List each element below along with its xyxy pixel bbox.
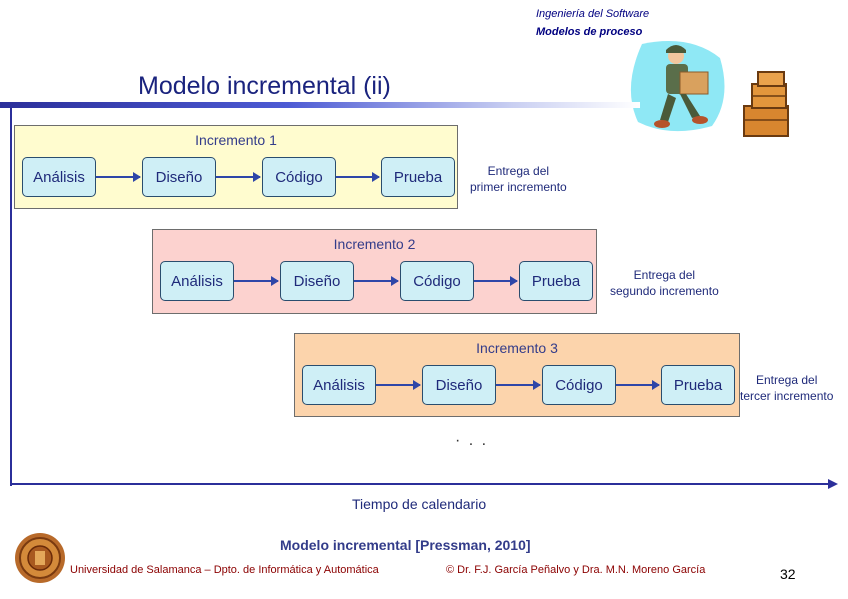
delivery-line: Entrega del [487,164,550,178]
stage-diseno: Diseño [280,261,354,301]
stage-prueba: Prueba [661,365,735,405]
increment-2-delivery: Entrega del segundo incremento [610,267,719,299]
footer-university: Universidad de Salamanca – Dpto. de Info… [70,564,379,576]
stage-analisis: Análisis [302,365,376,405]
stage-codigo: Código [542,365,616,405]
continuation-dots: · . . [455,432,489,449]
time-axis-label: Tiempo de calendario [352,496,487,512]
time-axis-arrowhead [828,479,838,489]
increment-label: Incremento 2 [333,236,416,252]
stage-analisis: Análisis [160,261,234,301]
stacked-boxes-icon [743,71,789,137]
page-number: 32 [780,566,796,582]
increment-2-panel: Incremento 2 Análisis Diseño Código Prueba [152,229,597,314]
flow-arrow [336,172,380,182]
delivery-line: tercer incremento [740,389,834,403]
increment-1-panel: Incremento 1 Análisis Diseño Código Prueba [14,125,458,209]
flow-arrow [216,172,261,182]
flow-arrow [474,276,518,286]
increment-3-delivery: Entrega del tercer incremento [740,372,833,404]
stage-diseno: Diseño [422,365,496,405]
flow-arrow [96,172,141,182]
university-seal-icon [15,533,65,583]
course-name: Ingeniería del Software [536,8,650,20]
flow-arrow [234,276,279,286]
stage-prueba: Prueba [381,157,455,197]
flow-arrow [376,380,421,390]
vertical-axis [10,108,12,486]
flow-arrow [496,380,541,390]
stage-analisis: Análisis [22,157,96,197]
flow-arrow [354,276,399,286]
title-rule [0,102,640,108]
stage-prueba: Prueba [519,261,593,301]
time-axis [10,483,832,485]
increment-label: Incremento 1 [195,132,277,148]
delivery-line: Entrega del [633,268,696,282]
increment-3-panel: Incremento 3 Análisis Diseño Código Prueba [294,333,740,417]
stage-codigo: Código [262,157,336,197]
increment-label: Incremento 3 [476,340,558,356]
delivery-line: segundo incremento [610,284,719,298]
figure-caption: Modelo incremental [Pressman, 2010] [280,537,531,553]
slide-title: Modelo incremental (ii) [138,72,391,100]
flow-arrow [616,380,660,390]
delivery-man-icon [630,41,725,132]
delivery-line: primer incremento [470,180,567,194]
delivery-line: Entrega del [755,373,818,387]
topic-name: Modelos de proceso [536,26,643,38]
stage-codigo: Código [400,261,474,301]
stage-diseno: Diseño [142,157,216,197]
increment-1-delivery: Entrega del primer incremento [470,163,567,195]
footer-authors: © Dr. F.J. García Peñalvo y Dra. M.N. Mo… [446,564,706,576]
